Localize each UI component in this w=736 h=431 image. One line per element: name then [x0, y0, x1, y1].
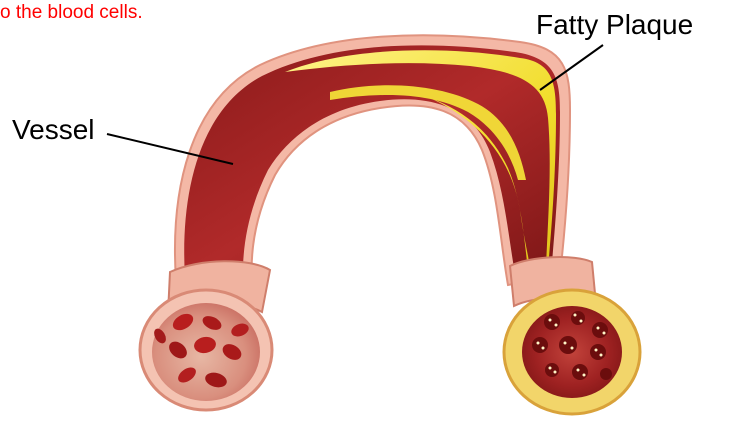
fatty-plaque-label: Fatty Plaque — [536, 11, 693, 39]
vessel-label: Vessel — [12, 116, 95, 144]
